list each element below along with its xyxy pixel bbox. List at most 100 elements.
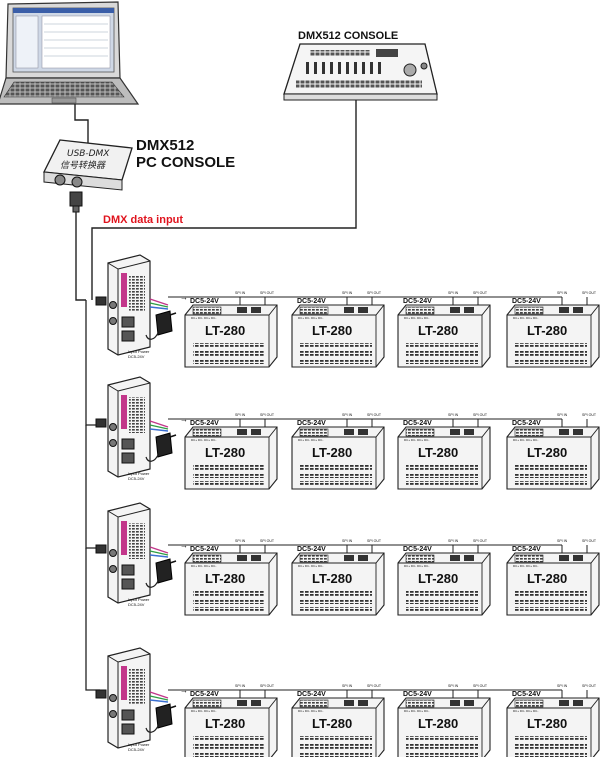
- spi-in-port: [450, 555, 460, 561]
- controller-vent: [300, 465, 372, 470]
- spi-out-label: SPI OUT: [367, 684, 382, 688]
- controller-pins: DC+ DC- DC+ DC-: [513, 709, 538, 713]
- controller-pins: DC+ DC- DC+ DC-: [404, 438, 429, 442]
- spi-out-label: SPI OUT: [582, 539, 597, 543]
- controller-pins: DC+ DC- DC+ DC-: [404, 316, 429, 320]
- spi-in-label: SPI IN: [448, 539, 459, 543]
- spi-in-port: [559, 555, 569, 561]
- power-adapter-icon: [145, 558, 177, 588]
- power-terminal: [192, 554, 222, 563]
- spi-in-port: [559, 307, 569, 313]
- controller-model: LT-280: [312, 323, 352, 338]
- dmx-chain-1: [85, 300, 100, 426]
- spi-in-label: SPI IN: [557, 539, 568, 543]
- spi-out-port: [464, 307, 474, 313]
- spi-out-port: [251, 700, 261, 706]
- dmx-chain-3: [85, 548, 100, 691]
- spi-in-label: SPI IN: [557, 291, 568, 295]
- spi-in-label: SPI IN: [557, 413, 568, 417]
- controller-vent: [515, 591, 587, 596]
- spi-in-port: [344, 700, 354, 706]
- controller-voltage: DC5-24V: [190, 691, 219, 698]
- controller-model: LT-280: [205, 445, 245, 460]
- amplifier-label-strip: [121, 666, 127, 700]
- controller-voltage: DC5-24V: [403, 298, 432, 305]
- dmx512-console: [283, 43, 438, 101]
- dmx-plug-icon: [95, 689, 107, 699]
- spi-in-label: SPI IN: [342, 413, 353, 417]
- spi-out-port: [358, 307, 368, 313]
- power-terminal: [514, 428, 544, 437]
- console-dmx-cable: [91, 100, 357, 300]
- dmx-plug-icon: [95, 544, 107, 554]
- controller-voltage: DC5-24V: [297, 420, 326, 427]
- controller-pins: DC+ DC- DC+ DC-: [298, 709, 323, 713]
- dmx-data-input-label: DMX data input: [103, 214, 183, 226]
- controller-vent: [300, 591, 372, 596]
- controller-model: LT-280: [312, 445, 352, 460]
- xlr-port-icon: [71, 176, 83, 188]
- controller-model: LT-280: [418, 716, 458, 731]
- spi-out-port: [251, 307, 261, 313]
- controller-model: LT-280: [205, 323, 245, 338]
- controller-pins: DC+ DC- DC+ DC-: [513, 564, 538, 568]
- xlr-port-icon: [109, 439, 117, 447]
- input-power-voltage: DC5-24V: [128, 602, 145, 607]
- controller-model: LT-280: [205, 571, 245, 586]
- input-power-label: Input Power: [128, 349, 150, 354]
- controller-model: LT-280: [312, 571, 352, 586]
- dmx-plug-icon: [95, 418, 107, 428]
- usb-dmx-converter: USB-DMX 信号转换器: [42, 139, 133, 213]
- controller-pins: DC+ DC- DC+ DC-: [513, 316, 538, 320]
- spi-out-label: SPI OUT: [367, 291, 382, 295]
- amplifier-label-strip: [121, 521, 127, 555]
- controller-pins: DC+ DC- DC+ DC-: [404, 709, 429, 713]
- spi-in-label: SPI IN: [448, 413, 459, 417]
- controller-model: LT-280: [418, 571, 458, 586]
- usb-cable: [74, 104, 89, 148]
- power-terminal: [405, 699, 435, 708]
- spi-in-port: [237, 700, 247, 706]
- spi-in-label: SPI IN: [235, 291, 246, 295]
- spi-out-label: SPI OUT: [582, 413, 597, 417]
- input-power-label: Input Power: [128, 742, 150, 747]
- power-terminal: [192, 306, 222, 315]
- controller-vent: [406, 465, 478, 470]
- converter-dmx-cable: [75, 212, 86, 301]
- spi-out-label: SPI OUT: [473, 539, 488, 543]
- controller-model: LT-280: [527, 716, 567, 731]
- spi-out-port: [573, 307, 583, 313]
- spi-out-port: [573, 429, 583, 435]
- controller-model: LT-280: [418, 323, 458, 338]
- pc-console-title-line2: PC CONSOLE: [136, 154, 235, 171]
- spi-out-label: SPI OUT: [582, 291, 597, 295]
- xlr-port-icon: [109, 549, 117, 557]
- spi-out-label: SPI OUT: [582, 684, 597, 688]
- spi-in-label: SPI IN: [448, 684, 459, 688]
- spi-in-port: [344, 555, 354, 561]
- spi-out-label: SPI OUT: [260, 413, 275, 417]
- console-dial-icon: [403, 63, 417, 77]
- input-power-voltage: DC5-24V: [128, 476, 145, 481]
- spi-in-port: [237, 429, 247, 435]
- signal-arrow-icon: →: [180, 541, 188, 550]
- controller-pins: DC+ DC- DC+ DC-: [191, 438, 216, 442]
- spi-out-port: [464, 555, 474, 561]
- dmx-console-title: DMX512 CONSOLE: [298, 30, 398, 42]
- controller-voltage: DC5-24V: [512, 691, 541, 698]
- xlr-port-icon: [109, 301, 117, 309]
- spi-in-port: [450, 307, 460, 313]
- signal-amplifier: [95, 502, 151, 604]
- spi-out-port: [251, 555, 261, 561]
- power-terminal: [299, 554, 329, 563]
